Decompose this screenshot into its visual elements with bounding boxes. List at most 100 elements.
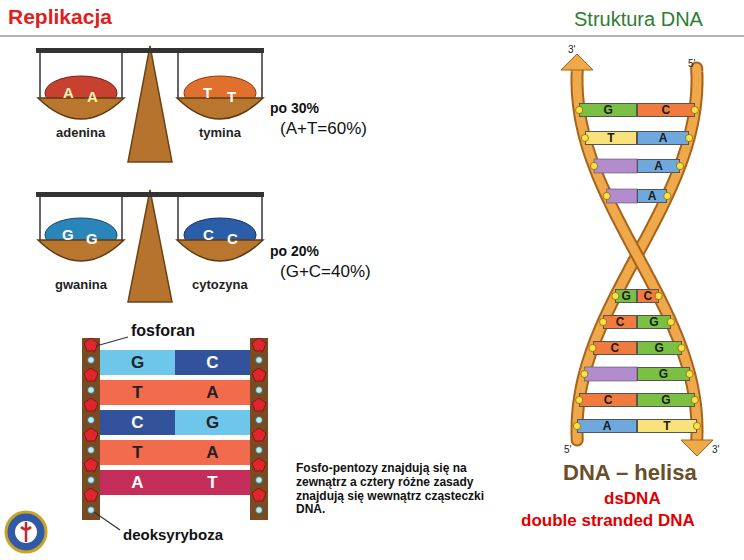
helix-dot [691, 106, 698, 113]
helix-dot [612, 292, 619, 299]
helix-strand [577, 68, 697, 440]
percent-sum: (A+T=60%) [280, 119, 367, 139]
base-bar: A [175, 380, 250, 405]
phosphate-pentagon [252, 458, 266, 471]
phosphate-dot [88, 417, 95, 424]
helix-dot [667, 318, 674, 325]
strand-end: 5' [688, 58, 695, 70]
base-letter: A [654, 160, 663, 172]
strand-end: 3' [568, 44, 575, 56]
base-letter: A [603, 420, 612, 432]
leader-line [94, 512, 120, 530]
base-letter: A [206, 384, 218, 401]
helix-dot [600, 318, 607, 325]
pan-label: adenina [56, 126, 105, 141]
helix-dot [676, 162, 683, 169]
base-bar: A [100, 470, 175, 495]
phosphate-dot [256, 387, 263, 394]
base-letter: A [87, 88, 98, 105]
base-bar: T [585, 131, 637, 145]
helix-dot [678, 344, 685, 351]
phosphate-pentagon [84, 368, 98, 381]
base-letter: T [663, 420, 670, 432]
phosphate-pentagon [252, 428, 266, 441]
phosphate-dot [88, 477, 95, 484]
base-letter: T [203, 84, 212, 101]
base-letter: C [662, 104, 671, 116]
strand-end: 5' [564, 444, 571, 456]
base-bar [607, 189, 637, 203]
helix-dot [581, 370, 588, 377]
part-label: deoksyryboza [123, 526, 223, 543]
page-title: Replikacja [8, 5, 112, 29]
base-letter: G [661, 394, 670, 406]
base-letter: T [227, 88, 236, 105]
base-letter: G [655, 342, 664, 354]
base-bar: G [175, 410, 250, 435]
helix-dot [576, 106, 583, 113]
base-bar: C [593, 341, 638, 355]
base-letter: T [132, 444, 142, 461]
balance-scale [36, 190, 264, 302]
base-bar: A [175, 440, 250, 465]
pan-label: cytozyna [192, 278, 248, 293]
phosphate-pentagon [252, 398, 266, 411]
phosphate-dot [88, 387, 95, 394]
helix-dot [691, 396, 698, 403]
base-letter: C [203, 226, 214, 243]
phosphate-dot [256, 507, 263, 514]
dna-ladder [82, 338, 268, 520]
helix-dot [655, 292, 662, 299]
helix-dot [581, 134, 588, 141]
header-rule [0, 35, 744, 37]
base-bar: C [603, 315, 637, 329]
base-letter: G [603, 104, 612, 116]
base-bar: A [637, 189, 667, 203]
strand-end: 3' [712, 444, 719, 456]
helix-dot [589, 344, 596, 351]
helix-strand [577, 68, 697, 440]
base-bar: C [637, 103, 695, 117]
base-bar: C [579, 393, 637, 407]
phosphate-pentagon [84, 398, 98, 411]
helix-caption: DNA – helisa [563, 460, 697, 485]
base-bar: G [637, 367, 690, 381]
helix-dot [576, 396, 583, 403]
part-label: fosforan [131, 322, 195, 340]
percent-sum: (G+C=40%) [280, 262, 371, 282]
helix-dot [686, 370, 693, 377]
phosphate-dot [256, 357, 263, 364]
base-letter: C [604, 394, 613, 406]
base-bar [584, 367, 637, 381]
helix-dot [603, 192, 610, 199]
phosphate-dot [256, 417, 263, 424]
percent-note: po 20% [270, 243, 319, 259]
helix-dot [664, 192, 671, 199]
base-bar [594, 159, 637, 173]
base-letter: T [132, 384, 142, 401]
base-letter: A [206, 444, 218, 461]
base-letter: G [86, 230, 98, 247]
base-letter: A [648, 190, 657, 202]
base-letter: C [643, 290, 652, 302]
strand-arrow [561, 54, 593, 70]
base-bar: A [577, 419, 637, 433]
phosphate-pentagon [252, 488, 266, 501]
base-letter: A [659, 132, 668, 144]
base-letter: A [63, 84, 74, 101]
base-letter: G [62, 226, 74, 243]
base-letter: T [607, 132, 614, 144]
base-letter: G [206, 414, 219, 431]
phosphate-dot [88, 507, 95, 514]
base-letter: C [227, 230, 238, 247]
base-bar: C [100, 410, 175, 435]
base-bar: G [637, 393, 695, 407]
helix-dot [686, 134, 693, 141]
base-letter: C [131, 414, 143, 431]
helix-dot [590, 162, 597, 169]
base-letter: C [610, 342, 619, 354]
phosphate-pentagon [84, 458, 98, 471]
base-letter: G [622, 290, 631, 302]
base-letter: A [131, 474, 143, 491]
